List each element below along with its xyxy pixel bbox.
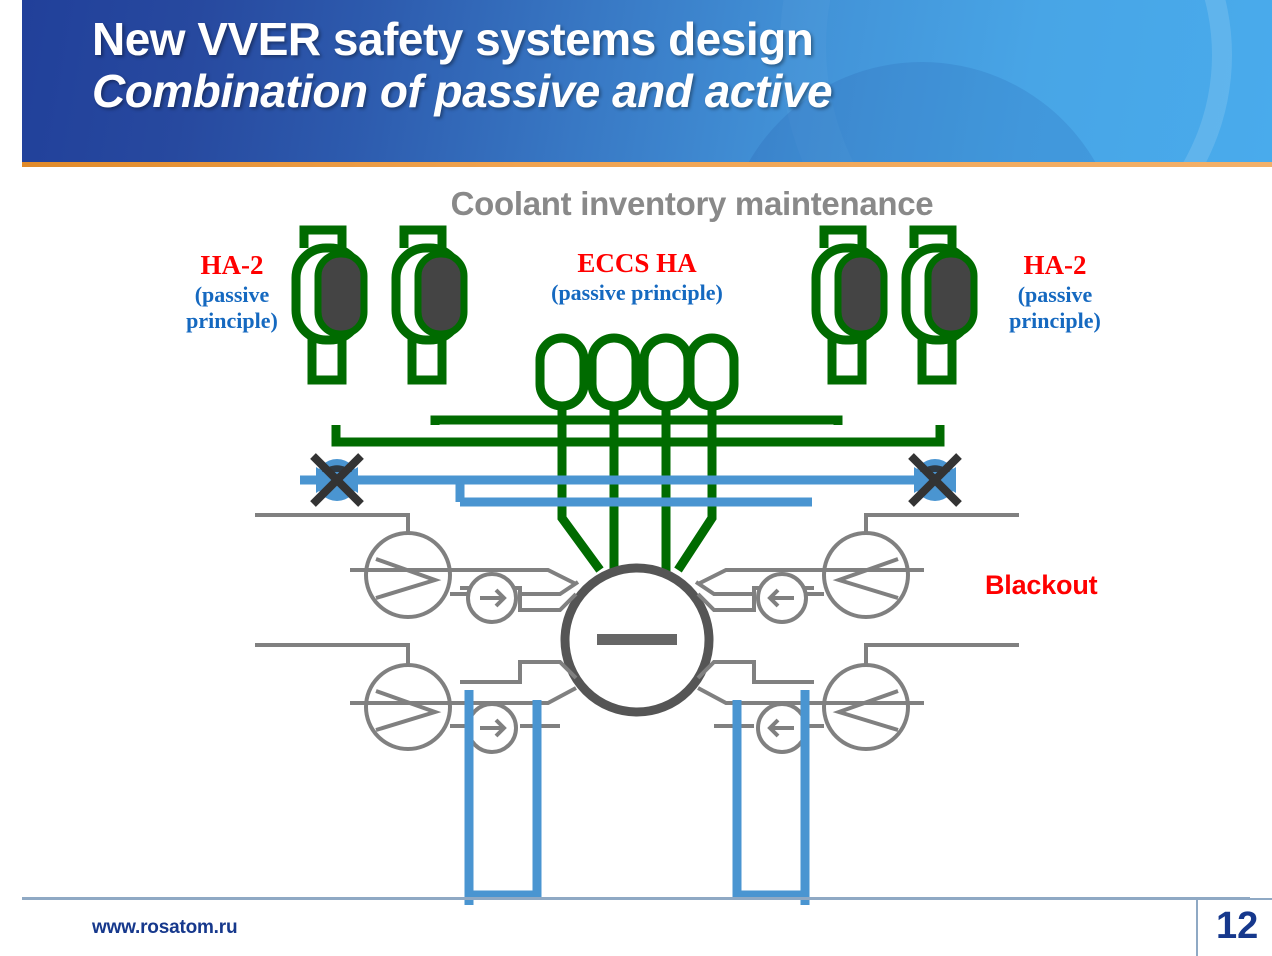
steam-generator-3 — [822, 531, 910, 619]
valve-upper-right[interactable] — [911, 456, 959, 504]
label-ha2-left-note2: principle) — [186, 307, 278, 333]
eccs-ha-group — [540, 338, 734, 406]
coolant-pump-3 — [756, 572, 808, 624]
coolant-pump-4 — [756, 702, 808, 754]
blue-lower-piping — [464, 690, 810, 905]
footer-rule — [22, 898, 1272, 900]
page-title-line1: New VVER safety systems design — [92, 13, 814, 65]
footer-divider — [1196, 900, 1198, 956]
label-ha2-left-name: HA-2 — [200, 250, 264, 280]
ha2-tank-3 — [816, 230, 884, 380]
label-eccs-ha: ECCS HA (passive principle) — [512, 248, 762, 306]
ha2-tank-2 — [396, 230, 464, 380]
label-ha2-left-note1: (passive — [194, 281, 270, 307]
page-title-line2: Combination of passive and active — [92, 64, 833, 117]
slide-header-banner — [22, 0, 1272, 162]
eccs-ha-4 — [690, 338, 734, 406]
footer-url[interactable]: www.rosatom.ru — [92, 917, 238, 938]
valve-upper-left[interactable] — [313, 456, 361, 504]
coolant-pump-1 — [466, 572, 518, 624]
section-heading-text: Coolant inventory maintenance — [450, 185, 934, 222]
label-eccs-note: (passive principle) — [551, 279, 723, 305]
label-eccs-name: ECCS HA — [577, 248, 697, 278]
ha2-tank-4 — [906, 230, 974, 380]
steam-generator-2 — [364, 663, 452, 751]
eccs-ha-1 — [540, 338, 584, 406]
label-ha2-left: HA-2 (passive principle) — [152, 250, 312, 334]
label-blackout: Blackout — [985, 570, 1098, 600]
label-ha2-right-note2: principle) — [1009, 307, 1101, 333]
primary-loop-piping — [255, 513, 1019, 728]
label-ha2-right: HA-2 (passive principle) — [975, 250, 1135, 334]
page-number: 12 — [1216, 905, 1259, 947]
steam-generator-1 — [364, 531, 452, 619]
eccs-ha-2 — [592, 338, 636, 406]
label-ha2-right-name: HA-2 — [1023, 250, 1087, 280]
ha2-tank-group-right — [816, 230, 974, 380]
steam-generator-4 — [822, 663, 910, 751]
green-pipe-network — [331, 415, 945, 447]
header-orange-rule — [22, 162, 1272, 167]
reactor-vessel — [560, 563, 714, 717]
eccs-ha-3 — [644, 338, 688, 406]
section-heading: Coolant inventory maintenance — [0, 185, 1272, 223]
label-ha2-right-note1: (passive — [1017, 281, 1093, 307]
page-title: New VVER safety systems design Combinati… — [92, 13, 833, 117]
ha2-tank-group-left — [296, 230, 464, 380]
coolant-pump-2 — [466, 702, 518, 754]
